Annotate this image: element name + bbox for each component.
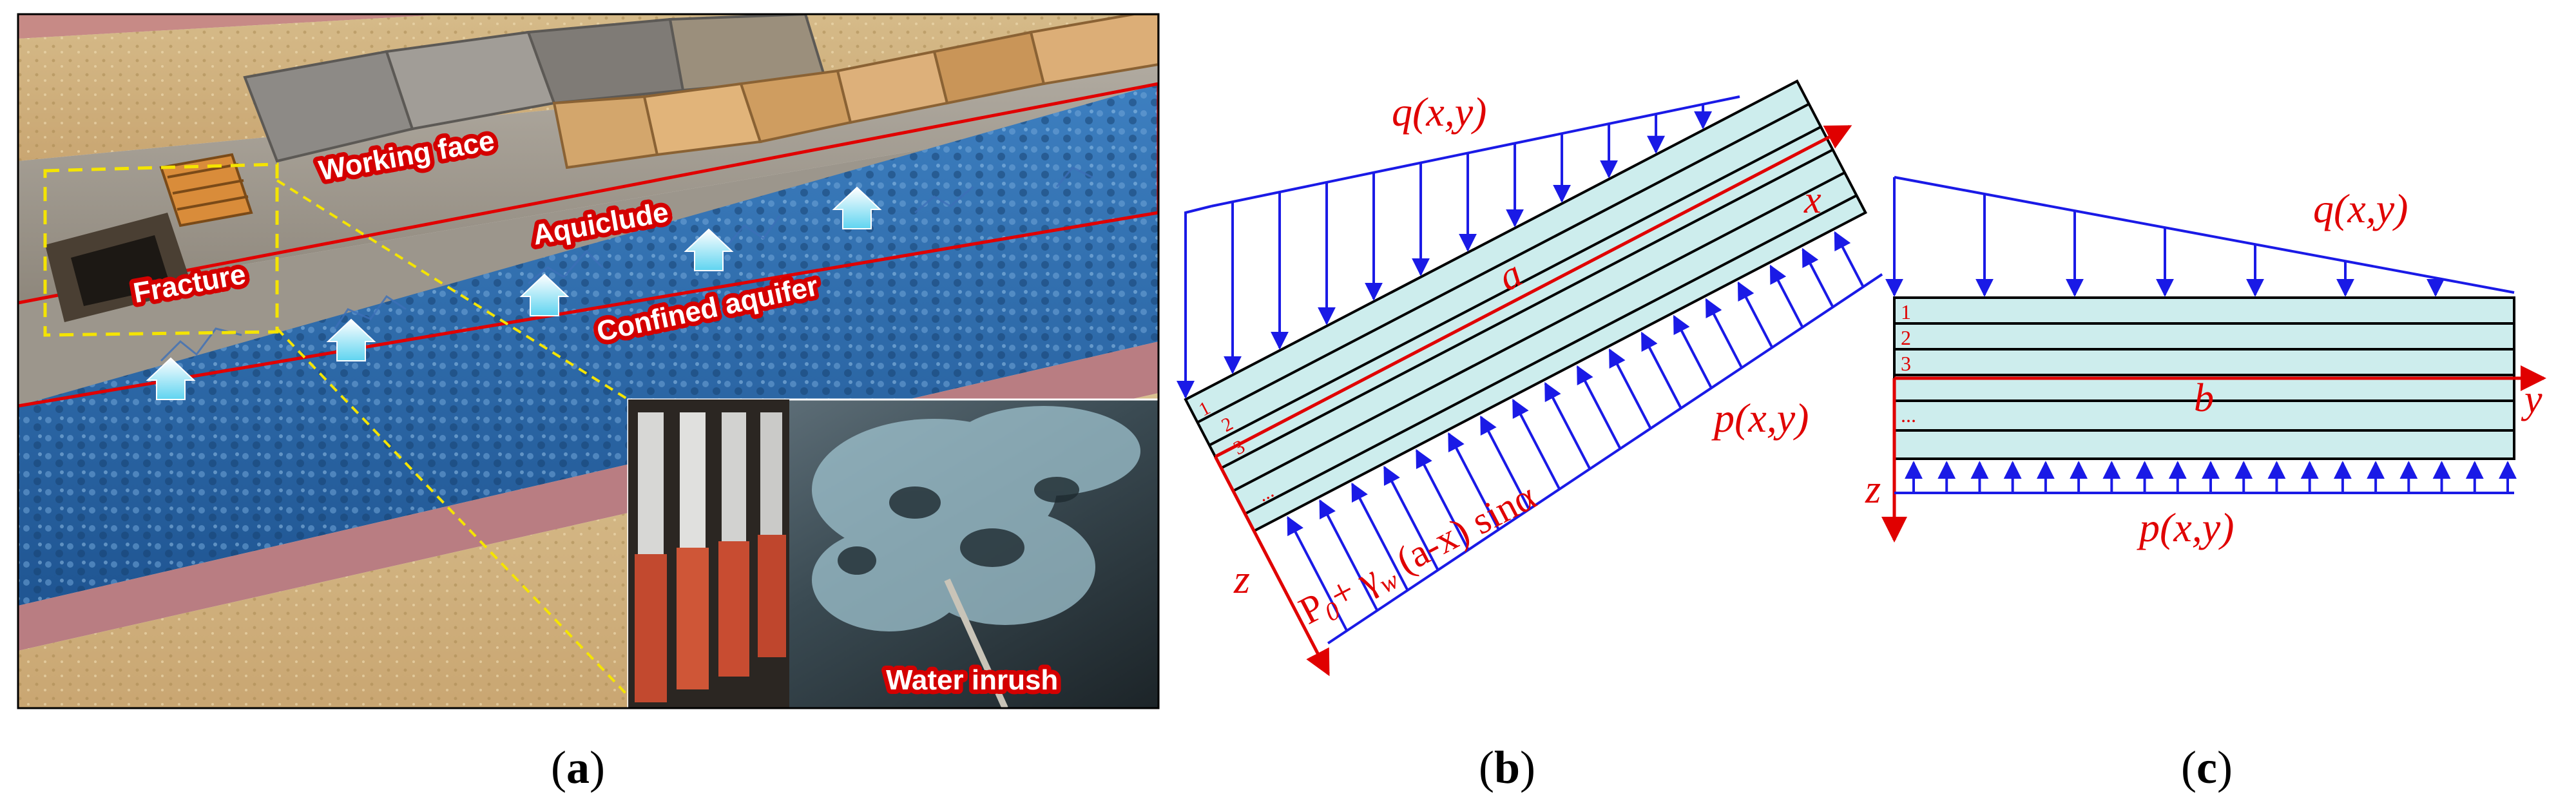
bottom-load-arrow-b [1544,381,1591,470]
top-load-envelope-b [1185,205,1212,214]
panel-a: Working face Aquiclude Fracture Confined… [18,14,1158,708]
z-axis-label-b: z [1233,556,1250,602]
aquiclude-bottom-line [18,211,1158,408]
bottom-load-arrow-b [1769,264,1804,328]
bottom-load-arrow-b [1415,448,1470,551]
bottom-load-arrow-b [1512,398,1561,490]
water-inrush-photo [627,398,1158,708]
bottom-load-arrows-c [1894,461,2517,494]
leader-line-1 [276,179,630,401]
bottom-load-arrow-b [1351,482,1409,592]
x-axis-label: x [1803,178,1821,221]
top-load-arrows-c [1885,176,2515,297]
caved-rock-blocks [243,14,1158,169]
panel-b: a 1 2 3 ... q(x,y) x p(x,y) z P0+ γw (a-… [1177,79,1883,677]
caption-b: (b) [1479,742,1535,793]
q-load-label-b: q(x,y) [1392,89,1486,135]
bottom-load-arrow-b [1705,298,1743,369]
q-load-label-c: q(x,y) [2313,186,2408,231]
top-pink-stratum [18,14,1158,39]
aquiclude-top-line [18,82,1158,305]
y-axis-label: y [2521,378,2542,421]
layer-label-1-c: 1 [1901,300,1911,323]
bottom-load-arrow-b [1737,281,1774,349]
fracture-network [160,166,1093,362]
bottom-load-arrow-b [1447,432,1500,530]
bottom-load-arrow-b [1287,515,1349,631]
water-inrush-label: Water inrush [886,664,1058,696]
bottom-load-arrow-b [1576,365,1622,450]
p-load-label-b: p(x,y) [1711,395,1809,441]
svg-text:(c): (c) [2181,742,2233,793]
layer-label-2-c: 2 [1901,326,1911,349]
x-axis [1215,124,1852,458]
caption-letter-a: a [566,742,590,793]
bottom-load-arrow-b [1319,499,1379,611]
bottom-load-arrows-b [1287,231,1883,645]
bottom-load-arrow-b [1673,314,1713,389]
hydraulic-supports [635,412,786,702]
top-load-arrows-b [1177,95,1740,399]
fracture-highlight-box [43,162,279,337]
water-pressure-arrows [146,186,882,400]
caption-letter-b: b [1494,742,1520,793]
bottom-load-envelope-b [1327,273,1883,645]
caption-letter-c: c [2196,742,2217,793]
working-face-roadway [45,153,253,322]
layer-label-ellipsis-c: ... [1901,403,1916,427]
p-load-label-c: p(x,y) [2137,505,2234,550]
bottom-load-arrow-b [1608,348,1652,429]
svg-text:(a): (a) [551,742,605,793]
bottom-load-arrow-b [1479,415,1530,510]
leader-line-2 [276,327,630,697]
z-axis-label-c: z [1865,468,1881,512]
top-load-envelope-b [1211,95,1740,207]
hydrostatic-pressure-formula: P0+ γw (a-x) sinα [1293,475,1545,637]
length-b-label: b [2194,376,2214,420]
z-axis-b [1213,456,1330,677]
top-load-envelope-c [1894,176,2515,294]
bottom-load-arrow-b [1802,247,1834,308]
caption-a: (a) [551,742,605,793]
layer-label-3-c: 3 [1901,352,1911,375]
bottom-load-arrow-b [1383,465,1439,571]
inclined-plate: a 1 2 3 ... [1184,79,1868,677]
bottom-load-arrow-b [1640,331,1682,409]
caption-c: (c) [2181,742,2233,793]
panel-a-frame [17,13,1160,709]
svg-text:(b): (b) [1479,742,1535,793]
bottom-load-arrow-b [1834,231,1865,288]
panel-c: 1 2 3 ... b y z q(x,y) p(x,y) [1865,176,2546,550]
